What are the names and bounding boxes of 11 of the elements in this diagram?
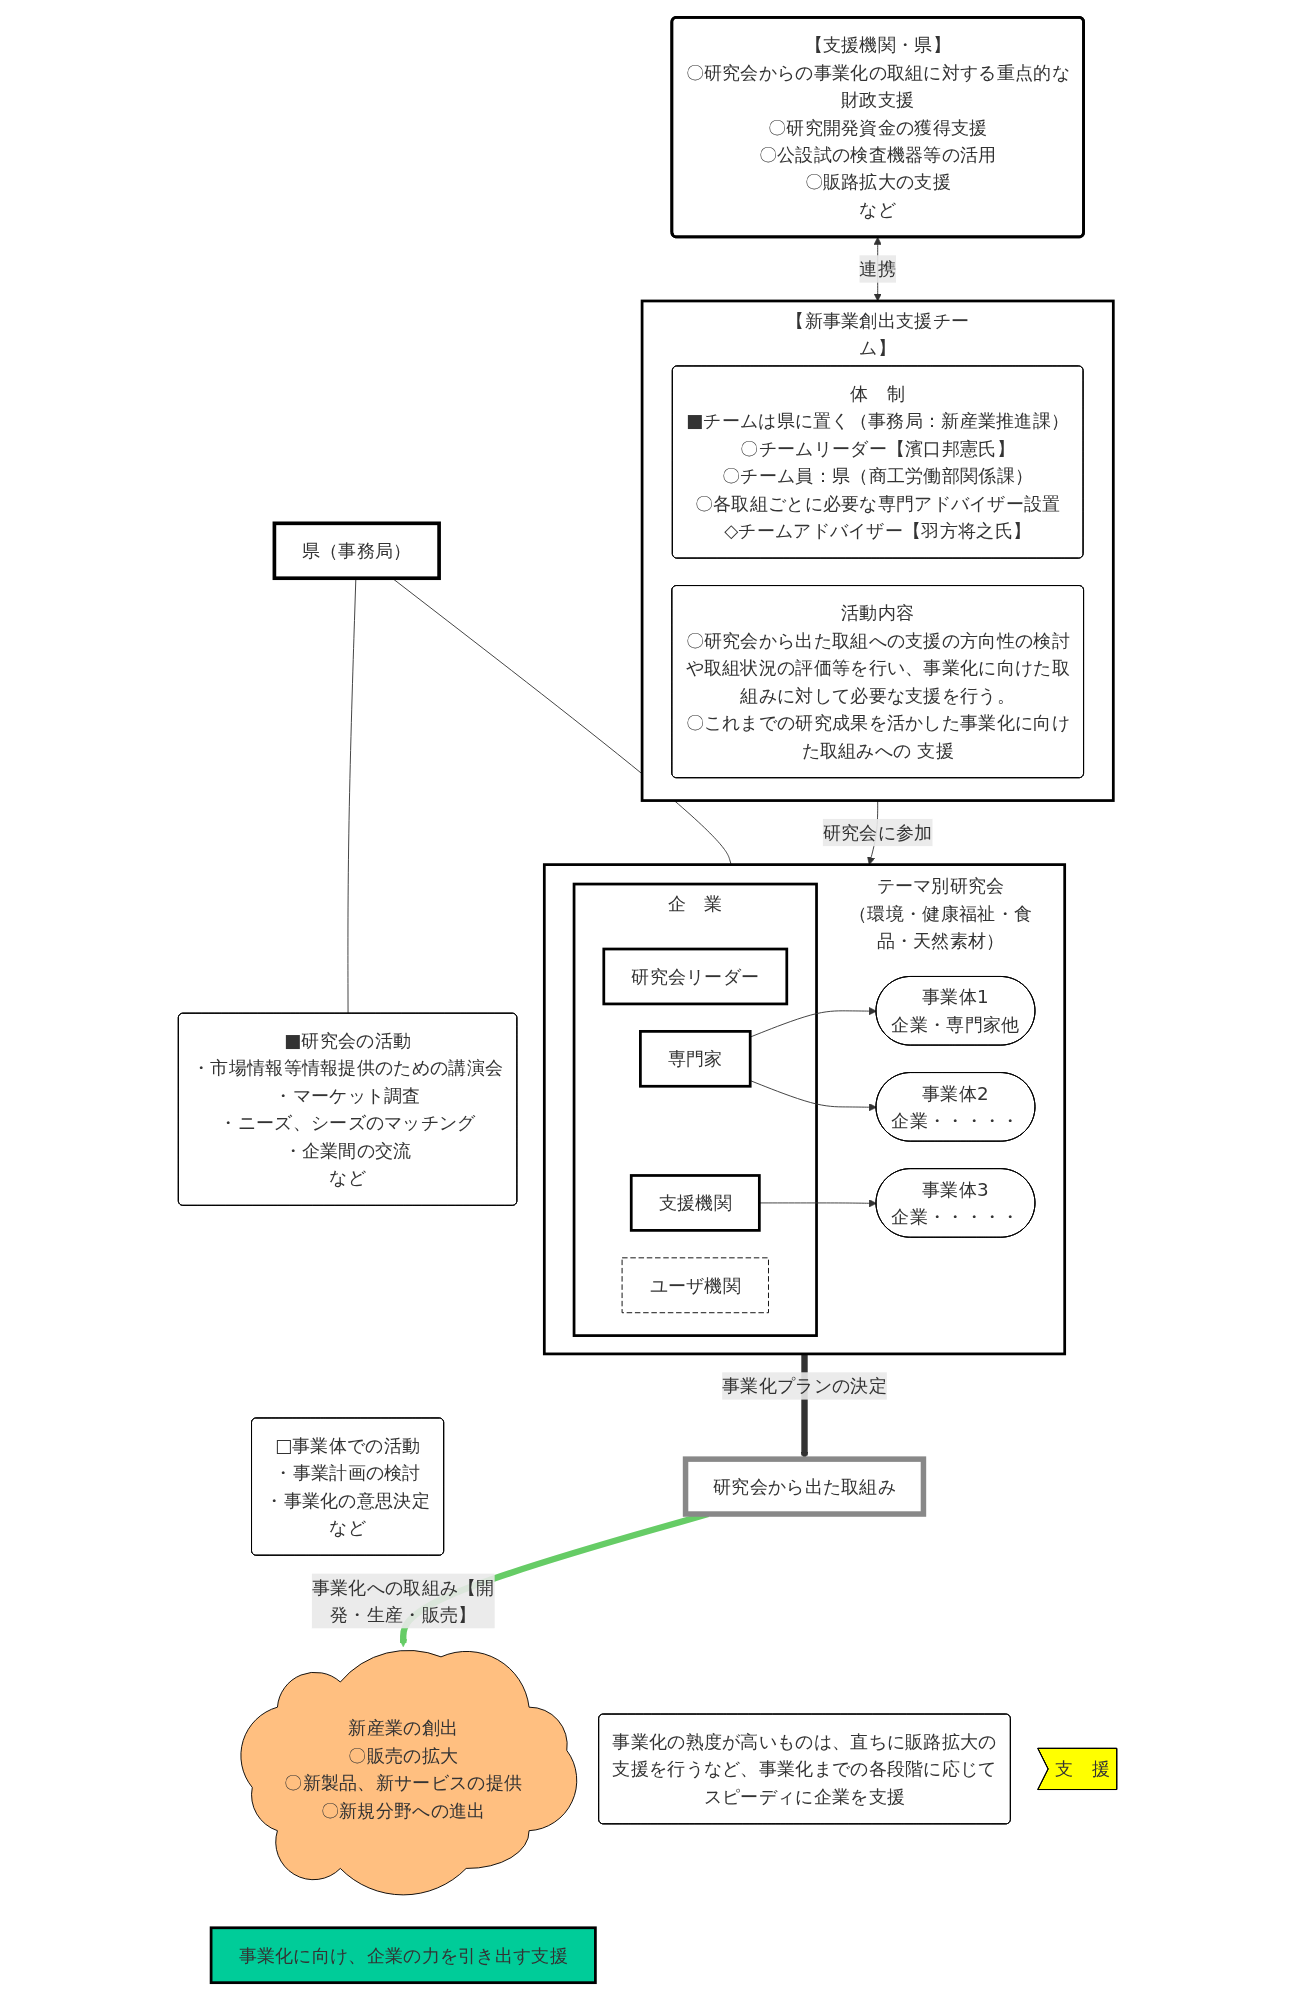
node-box: 県（事務局） <box>273 521 442 581</box>
node-box: 研究会リーダー <box>602 947 789 1006</box>
node-box: 事業化に向け、企業の力を引き出す支援 <box>210 1926 598 1985</box>
edge-label: 事業化への取組み【開発・生産・販売】 <box>312 1576 496 1626</box>
edge-label: 事業化プランの決定 <box>722 1374 888 1397</box>
node-box: 専門家 <box>639 1030 753 1088</box>
node-box: 支援機関 <box>630 1174 762 1232</box>
node-box: 研究会から出た取組み <box>683 1456 927 1517</box>
node-box: ユーザ機関 <box>622 1257 770 1314</box>
edge-label: 連携 <box>859 257 897 280</box>
edge-label: 研究会に参加 <box>823 821 934 844</box>
